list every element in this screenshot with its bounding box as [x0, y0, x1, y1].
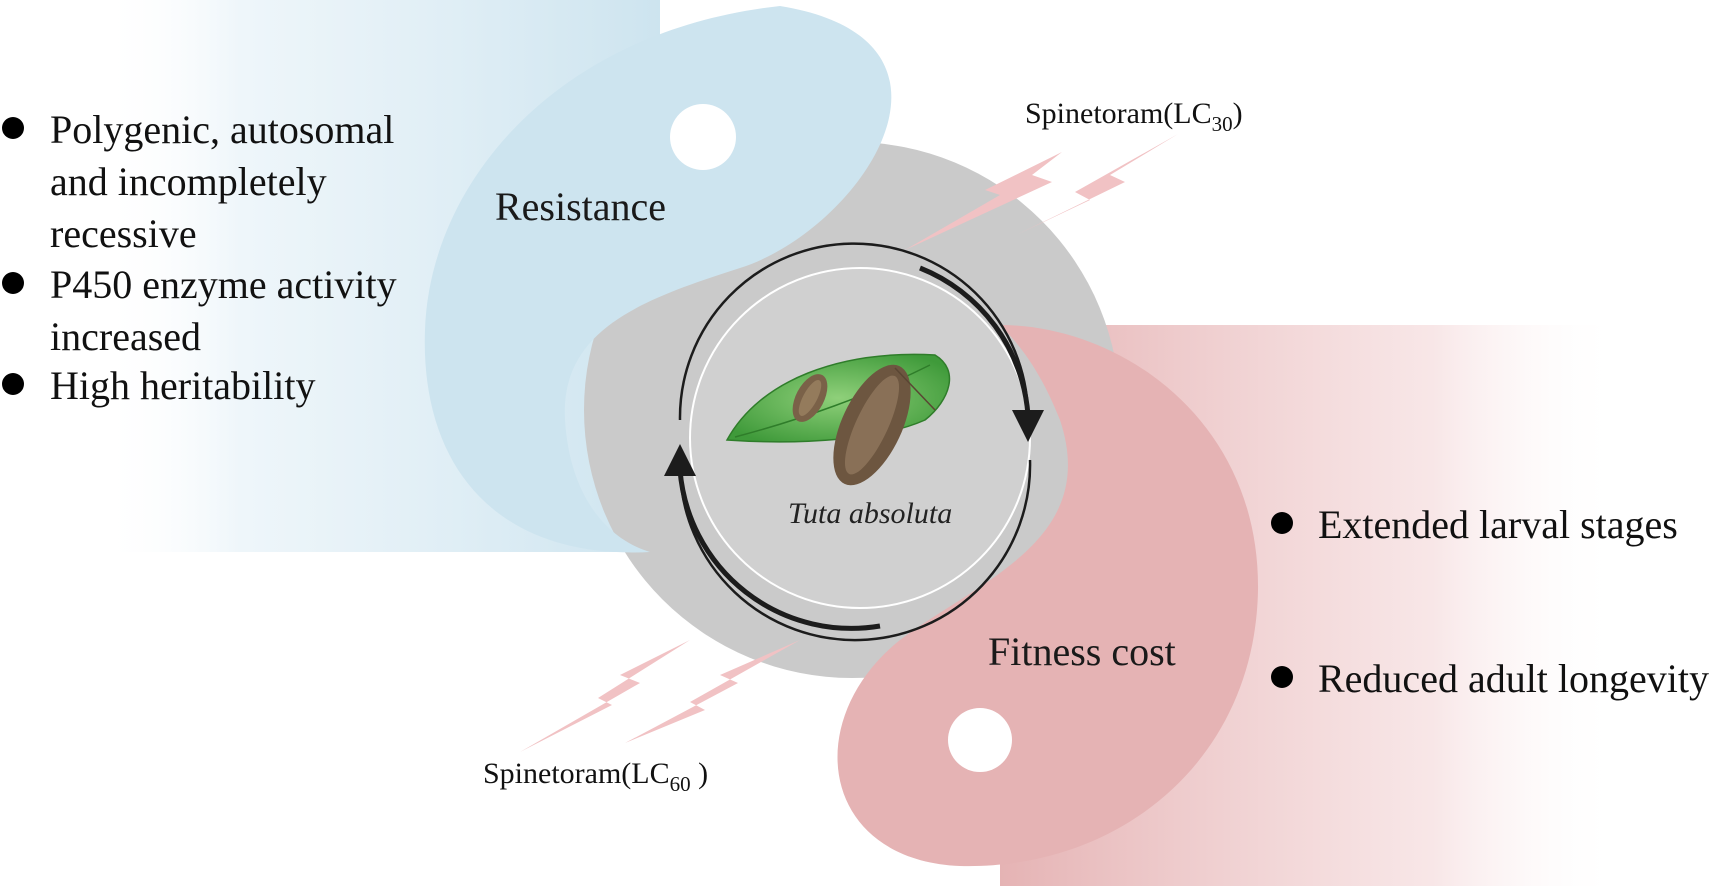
cycle-arrow-right-thick: [919, 265, 1031, 416]
resistance-label: Resistance: [495, 184, 666, 229]
arrow-head-down-icon: [1012, 410, 1044, 442]
fitness-lobe: [837, 325, 1259, 867]
resistance-bullet-list: Polygenic, autosomal and incompletely re…: [2, 107, 397, 408]
bullet-dot: [1271, 512, 1293, 534]
resistance-bullet-text: and incompletely: [50, 159, 327, 204]
species-label: Tuta absoluta: [788, 497, 952, 530]
moth-on-leaf-illustration: [725, 353, 951, 486]
cycle-arrow-left-thick: [677, 469, 881, 631]
resistance-bullet-text: recessive: [50, 211, 197, 256]
resistance-lobe-hole: [670, 104, 736, 170]
resistance-lobe: [424, 6, 892, 553]
cycle-arrow-left: [678, 459, 1032, 642]
lightning-bolt-top-2: [1010, 134, 1178, 238]
resistance-bullet-text: increased: [50, 314, 201, 359]
bullet-dot: [2, 117, 24, 139]
fitness-cost-label: Fitness cost: [988, 629, 1176, 674]
resistance-bullet-text: Polygenic, autosomal: [50, 107, 394, 152]
resistance-bullet-text: High heritability: [50, 363, 316, 408]
spinetoram-lc60-label: Spinetoram(LC60 ): [483, 757, 708, 796]
resistance-bullet-text: P450 enzyme activity: [50, 262, 397, 307]
fitness-bullet-list: Extended larval stages Reduced adult lon…: [1271, 502, 1709, 701]
cycle-arrow-right: [678, 242, 1030, 421]
spinetoram-lc30-label: Spinetoram(LC30): [1025, 97, 1243, 136]
arrow-head-up-icon: [664, 444, 696, 476]
fitness-bullet-text: Reduced adult longevity: [1318, 656, 1709, 701]
fitness-lobe-hole: [948, 708, 1012, 772]
bullet-dot: [2, 373, 24, 395]
bullet-dot: [2, 272, 24, 294]
lightning-bolt-bottom-1: [520, 640, 690, 752]
bullet-dot: [1271, 666, 1293, 688]
lightning-bolt-top-1: [905, 152, 1062, 250]
fitness-bullet-text: Extended larval stages: [1318, 502, 1678, 547]
lightning-bolt-bottom-2: [625, 640, 800, 743]
